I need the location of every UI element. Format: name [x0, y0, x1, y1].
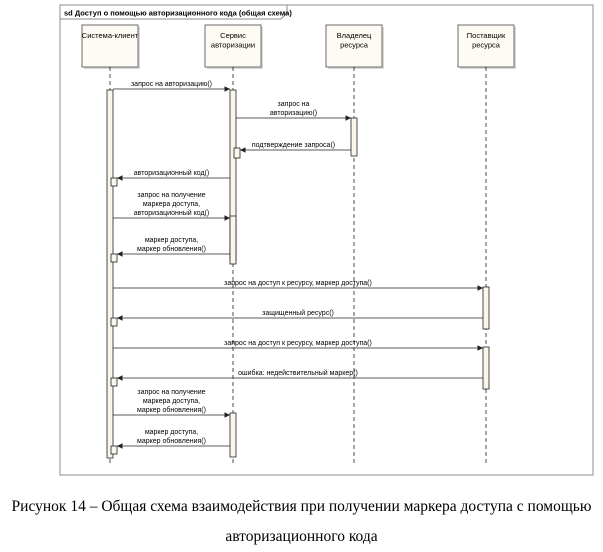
activation-bar	[229, 412, 237, 458]
message-label: маркер доступа,	[145, 237, 198, 244]
activation-bar	[482, 286, 490, 330]
message-label: защищенный ресурс()	[262, 309, 334, 317]
message-5: запрос на получение маркера доступа,автор…	[113, 192, 230, 221]
message-label: подтверждение запроса()	[252, 142, 335, 149]
message-label: запрос на получение	[137, 192, 205, 199]
frame-title: sd Доступ о помощью авторизационного код…	[64, 9, 292, 18]
message-label: запрос на	[278, 101, 310, 108]
sequence-diagram: sd Доступ о помощью авторизационного код…	[59, 4, 594, 476]
participant-label: Сервис	[220, 31, 246, 40]
message-label: маркера доступа,	[143, 398, 200, 405]
message-label: маркер обновления()	[137, 437, 206, 445]
message-label: запрос на доступ к ресурсу, маркер досту…	[224, 340, 372, 347]
message-8: защищенный ресурс()	[117, 309, 483, 321]
message-label: авторизационный код()	[134, 209, 209, 217]
participant-label: ресурса	[472, 41, 501, 50]
activation-bar	[110, 377, 118, 387]
participant-client: Система-клиент	[81, 24, 140, 69]
message-2: запрос на авторизацию()	[236, 101, 351, 121]
message-11: запрос на получение маркера доступа,марке…	[113, 389, 230, 418]
message-label: авторизационный код()	[134, 169, 209, 177]
participant-label: Система-клиент	[82, 31, 139, 40]
message-label: авторизацию()	[270, 110, 317, 117]
activation-bar	[106, 89, 114, 459]
activation-bar	[229, 215, 237, 265]
diagram-frame: sd Доступ о помощью авторизационного код…	[59, 4, 594, 476]
message-10: ошибка: недействительный маркер()	[117, 369, 483, 381]
participant-label: Владелец	[337, 31, 372, 40]
activation-bar	[110, 253, 118, 263]
participant-label: авторизации	[211, 41, 255, 50]
message-label: маркер доступа,	[145, 429, 198, 436]
activation-bar	[350, 117, 358, 157]
activation-bar	[233, 147, 241, 159]
message-label: маркера доступа,	[143, 201, 200, 208]
message-4: авторизационный код()	[117, 169, 230, 181]
message-label: маркер обновления()	[137, 245, 206, 253]
message-label: маркер обновления()	[137, 406, 206, 414]
message-label: запрос на авторизацию()	[131, 81, 212, 88]
caption-line-1: Рисунок 14 – Общая схема взаимодействия …	[11, 498, 592, 515]
message-9: запрос на доступ к ресурсу, маркер досту…	[113, 340, 483, 351]
participant-label: Поставщик	[467, 31, 506, 40]
message-label: запрос на доступ к ресурсу, маркер досту…	[224, 280, 372, 287]
message-label: запрос на получение	[137, 389, 205, 396]
message-6: маркер доступа,маркер обновления()	[117, 237, 230, 257]
caption-line-2: авторизационного кода	[225, 528, 378, 545]
message-label: ошибка: недействительный маркер()	[238, 369, 358, 377]
message-3: подтверждение запроса()	[240, 142, 351, 153]
figure-caption: Рисунок 14 – Общая схема взаимодействия …	[0, 492, 603, 552]
activation-bar	[482, 346, 490, 390]
activations	[106, 89, 490, 459]
message-7: запрос на доступ к ресурсу, маркер досту…	[113, 280, 483, 291]
activation-bar	[110, 177, 118, 187]
message-12: маркер доступа,маркер обновления()	[117, 429, 230, 449]
participant-label: ресурса	[340, 41, 369, 50]
messages: запрос на авторизацию()запрос наавториза…	[113, 81, 483, 449]
activation-bar	[110, 317, 118, 327]
activation-bar	[110, 445, 118, 455]
message-1: запрос на авторизацию()	[113, 81, 230, 92]
